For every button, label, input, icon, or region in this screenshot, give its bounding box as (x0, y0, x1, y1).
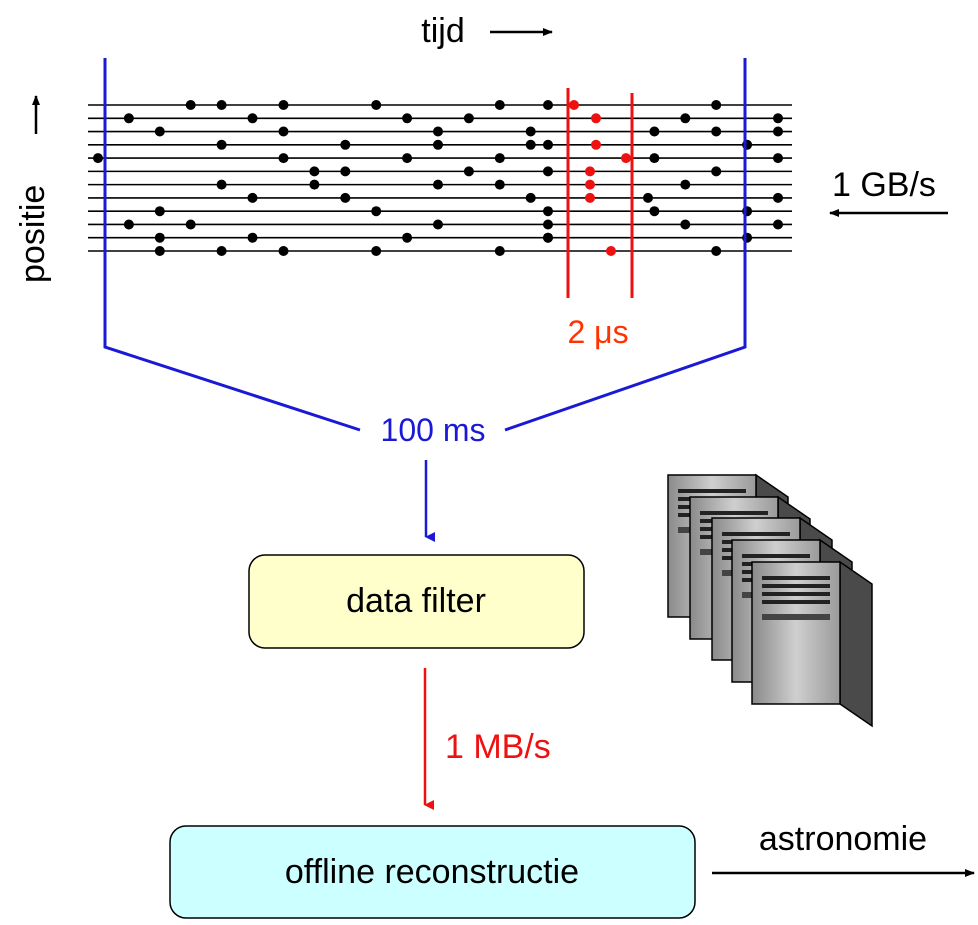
detector-hit (773, 219, 783, 230)
detector-hit (123, 219, 134, 230)
detector-hit (216, 139, 227, 150)
detector-hit (543, 139, 553, 150)
detector-hit (402, 113, 413, 124)
detector-hit (433, 179, 443, 190)
detector-hit (340, 139, 351, 150)
coincidence-hit (585, 192, 595, 203)
detector-hit (154, 232, 165, 243)
detector-hit (216, 246, 227, 256)
coincidence-hit (591, 113, 601, 124)
detector-hit (773, 113, 783, 124)
detector-hit (711, 246, 722, 256)
detector-hit (543, 100, 553, 110)
detector-hit (247, 192, 258, 203)
detector-hit (247, 113, 258, 124)
detector-hit (154, 206, 165, 217)
detector-hit (494, 153, 505, 164)
detector-hit (773, 192, 783, 203)
detector-hit (340, 166, 351, 177)
detector-hit (154, 126, 165, 137)
detector-hit (154, 246, 165, 256)
server-tower-icon (751, 560, 873, 728)
detector-hit (185, 100, 196, 110)
coincidence-hit (569, 100, 579, 110)
detector-hit (278, 100, 289, 110)
detector-hit (494, 179, 505, 190)
detector-hit (525, 192, 536, 203)
detector-hit (402, 153, 413, 164)
detector-hit (494, 100, 505, 110)
coincidence-hit (585, 166, 595, 177)
detector-hit (433, 126, 443, 137)
data-window-bracket-right (504, 58, 747, 432)
detector-hit (185, 219, 196, 230)
data-window-bracket (103, 58, 361, 432)
detector-hit (463, 113, 474, 124)
reconstruction-label: offline reconstructie (285, 853, 579, 891)
detector-hit (649, 126, 660, 137)
detector-hit (463, 166, 474, 177)
detector-hit (309, 179, 320, 190)
detector-hit (216, 100, 227, 110)
detector-hit (309, 166, 320, 177)
detector-hits (93, 100, 783, 256)
detector-hit (543, 232, 553, 243)
detector-hit (525, 126, 536, 137)
detector-hit (494, 246, 505, 256)
detector-hit (680, 219, 691, 230)
detector-hit (433, 139, 443, 150)
detector-hit (711, 126, 722, 137)
detector-hit (371, 100, 382, 110)
data-filter-box (248, 554, 585, 649)
detector-hit (340, 192, 351, 203)
detector-hit (433, 219, 443, 230)
coincidence-hit (606, 246, 616, 256)
detector-hit (711, 166, 722, 177)
detector-hit (680, 179, 691, 190)
detector-hit (93, 153, 103, 164)
position-axis-label: positie (14, 185, 52, 283)
detector-hit (247, 232, 258, 243)
detector-hit (371, 206, 382, 217)
detector-hit (643, 192, 653, 203)
detector-hit (543, 166, 553, 177)
detector-hit (649, 206, 660, 217)
input-rate-label: 1 GB/s (832, 166, 936, 204)
server-rack-cluster-icon (667, 473, 873, 728)
detector-hit (680, 113, 691, 124)
time-axis-label: tijd (421, 12, 464, 50)
detector-hit (773, 153, 783, 164)
coincidence-hit (591, 139, 601, 150)
data-filter-label: data filter (346, 582, 486, 620)
detector-hit (278, 246, 289, 256)
detector-hit (278, 126, 289, 137)
detector-hit (123, 113, 134, 124)
data-window-label: 100 ms (381, 412, 486, 448)
detector-hit (278, 153, 289, 164)
coincidence-hits (569, 100, 631, 256)
destination-label: astronomie (759, 820, 927, 858)
detector-hit (773, 126, 783, 137)
detector-hit (402, 232, 413, 243)
detector-hit (543, 206, 553, 217)
output-rate-label: 1 MB/s (445, 728, 551, 766)
coincidence-window-label: 2 μs (567, 314, 628, 350)
detector-hit (543, 219, 553, 230)
detector-hit (711, 100, 722, 110)
detector-hit (649, 153, 660, 164)
coincidence-hit (585, 179, 595, 190)
detector-hit (525, 139, 536, 150)
reconstruction-box (169, 825, 696, 919)
coincidence-hit (621, 153, 631, 164)
detector-hit (216, 179, 227, 190)
detector-hit (371, 246, 382, 256)
